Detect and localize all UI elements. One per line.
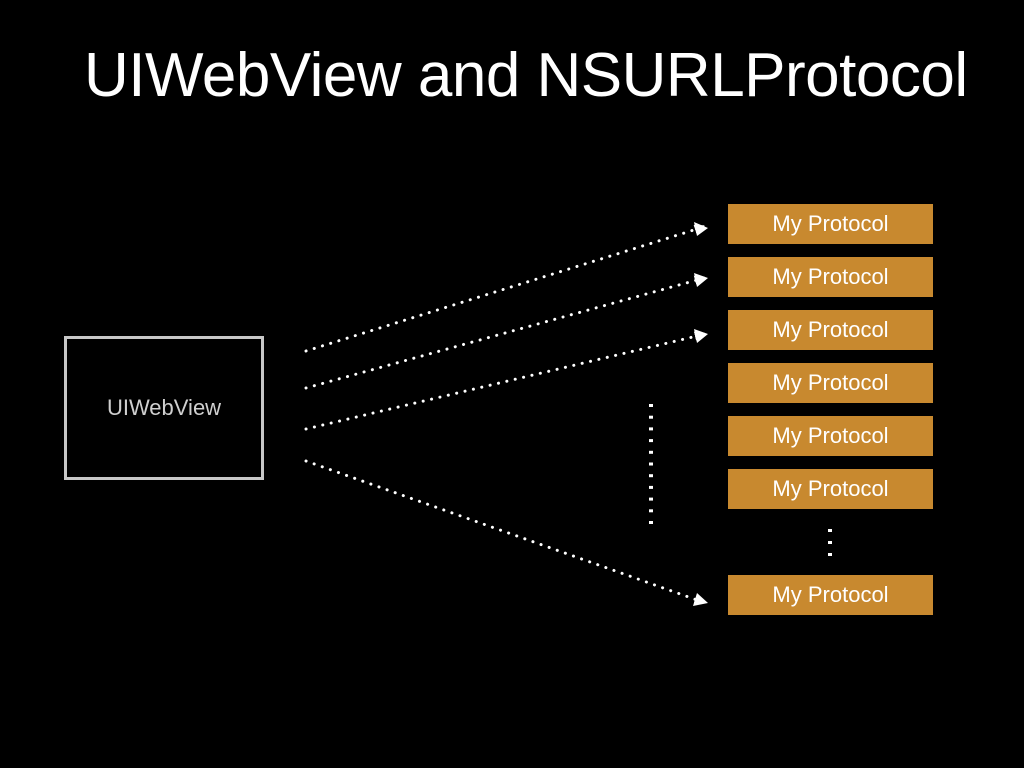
arrowhead-icon	[694, 329, 708, 343]
protocol-label: My Protocol	[772, 317, 889, 342]
protocol-label: My Protocol	[772, 582, 889, 607]
ellipsis-dot	[649, 462, 653, 466]
ellipsis-dot	[828, 541, 832, 544]
protocol-label: My Protocol	[772, 211, 889, 236]
ellipsis-dot	[649, 485, 653, 489]
ellipsis-dot	[828, 529, 832, 532]
uiwebview-label: UIWebView	[106, 395, 222, 420]
arrowheads	[693, 222, 708, 606]
ellipsis-dot	[649, 450, 653, 454]
arrowhead-icon	[694, 273, 708, 287]
protocol-box: My Protocol	[728, 204, 933, 244]
protocol-box: My Protocol	[728, 310, 933, 350]
protocol-label: My Protocol	[772, 264, 889, 289]
dotted-arrow	[304, 459, 697, 600]
vertical-ellipsis-left	[649, 404, 653, 524]
ellipsis-dot	[649, 521, 653, 524]
ellipsis-dot	[649, 509, 653, 513]
protocol-box: My Protocol	[728, 416, 933, 456]
ellipsis-dot	[649, 497, 653, 501]
protocol-label: My Protocol	[772, 370, 889, 395]
slide-title: UIWebView and NSURLProtocol	[84, 41, 968, 110]
arrowhead-icon	[694, 222, 708, 236]
dotted-arrow	[304, 229, 697, 353]
vertical-ellipsis-protocols	[828, 529, 832, 556]
arrowhead-icon	[693, 593, 708, 606]
protocol-box: My Protocol	[728, 469, 933, 509]
ellipsis-dot	[649, 415, 653, 419]
protocol-label: My Protocol	[772, 423, 889, 448]
ellipsis-dot	[649, 439, 653, 443]
ellipsis-dot	[828, 553, 832, 556]
ellipsis-dot	[649, 474, 653, 478]
uiwebview-box: UIWebView	[64, 336, 264, 480]
ellipsis-dot	[649, 404, 653, 407]
protocol-box: My Protocol	[728, 257, 933, 297]
dotted-arrow	[304, 336, 697, 431]
ellipsis-dot	[649, 427, 653, 431]
dotted-arrow	[304, 280, 697, 390]
protocol-box: My Protocol	[728, 575, 933, 615]
protocol-box: My Protocol	[728, 363, 933, 403]
protocol-label: My Protocol	[772, 476, 889, 501]
